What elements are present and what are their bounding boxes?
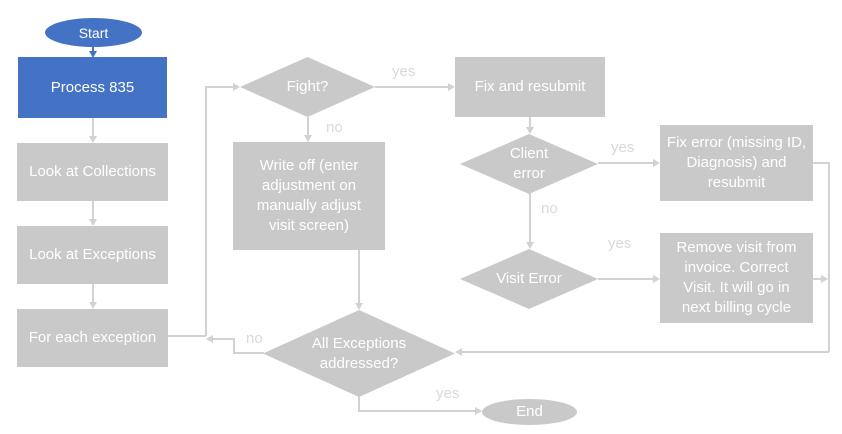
connector-visit-yes <box>598 278 653 280</box>
node-all-exceptions-decision: All Exceptions addressed? <box>263 310 455 397</box>
node-fix-and-resubmit: Fix and resubmit <box>455 57 605 117</box>
connector-fight-no <box>307 117 309 136</box>
node-end-terminator: End <box>482 399 577 425</box>
node-write-off-label: Write off (enter adjustment on manually … <box>256 157 362 234</box>
node-fight-label: Fight? <box>286 78 329 95</box>
connector-fix-client-arrowhead <box>526 127 534 134</box>
node-process-835: Process 835 <box>18 57 167 118</box>
edge-label-client-yes: yes <box>611 139 635 156</box>
connector-visit-yes-arrowhead <box>653 275 660 283</box>
connector-loop-riser <box>205 86 207 336</box>
connector-start-process-arrowhead <box>89 51 97 58</box>
edge-label-fight-yes: yes <box>392 63 416 80</box>
edge-label-allexc-no: no <box>246 330 263 347</box>
connector-allexc-no-c <box>213 338 234 340</box>
connector-process-collections <box>92 118 94 137</box>
connector-fight-yes <box>375 86 448 88</box>
connector-process-collections-arrowhead <box>89 136 97 143</box>
connector-removevisit-out-arrowhead <box>821 275 828 283</box>
node-visit-error-decision: Visit Error <box>460 249 598 309</box>
node-look-at-collections: Look at Collections <box>17 143 168 201</box>
node-fix-error-label: Fix error (missing ID, Diagnosis) and re… <box>666 134 807 191</box>
connector-fixerror-out <box>813 162 829 164</box>
edge-label-visit-yes: yes <box>608 235 632 252</box>
node-client-error-label: Client error <box>509 145 549 182</box>
connector-allexc-no-arrowhead <box>206 335 213 343</box>
edge-label-fight-no: no <box>326 119 343 136</box>
connector-start-process <box>92 46 94 53</box>
node-start-terminator: Start <box>45 18 142 47</box>
node-remove-visit: Remove visit from invoice. Correct Visit… <box>660 233 813 323</box>
connector-collections-exceptions <box>92 201 94 220</box>
edge-label-client-no: no <box>541 200 558 217</box>
node-process-835-label: Process 835 <box>50 78 135 96</box>
edge-label-allexc-yes: yes <box>436 385 460 402</box>
connector-right-riser <box>828 162 830 352</box>
connector-exceptions-foreach-arrowhead <box>89 302 97 309</box>
node-fight-decision: Fight? <box>240 57 375 117</box>
node-remove-visit-label: Remove visit from invoice. Correct Visit… <box>676 239 797 316</box>
connector-removevisit-out <box>813 278 822 280</box>
node-look-at-exceptions-label: Look at Exceptions <box>29 246 156 263</box>
connector-return-line <box>462 351 829 353</box>
node-start-label: Start <box>78 24 109 41</box>
connector-allexc-no-a <box>233 352 264 354</box>
connector-allexc-yes-b <box>358 410 475 412</box>
connector-writeoff-allexc <box>358 250 360 304</box>
connector-client-no-arrowhead <box>526 242 534 249</box>
connector-fix-client <box>529 117 531 128</box>
connector-client-yes-arrowhead <box>653 159 660 167</box>
node-client-error-decision: Client error <box>460 134 598 194</box>
connector-exceptions-foreach <box>92 284 94 303</box>
node-look-at-collections-label: Look at Collections <box>29 163 156 180</box>
node-visit-error-label: Visit Error <box>496 270 562 287</box>
connector-fight-yes-arrowhead <box>448 83 455 91</box>
connector-fight-no-arrowhead <box>304 135 312 142</box>
connector-return-arrowhead <box>455 348 462 356</box>
node-write-off: Write off (enter adjustment on manually … <box>233 142 385 250</box>
node-fix-and-resubmit-label: Fix and resubmit <box>474 78 586 95</box>
connector-client-no <box>529 193 531 243</box>
node-end-label: End <box>516 403 543 420</box>
connector-writeoff-allexc-arrowhead <box>355 303 363 310</box>
connector-allexc-no-b <box>233 338 235 353</box>
node-look-at-exceptions: Look at Exceptions <box>17 226 168 284</box>
node-for-each-exception-label: For each exception <box>28 329 157 346</box>
connector-client-yes <box>598 162 653 164</box>
node-all-exceptions-label: All Exceptions addressed? <box>311 334 407 372</box>
node-for-each-exception: For each exception <box>17 309 168 367</box>
connector-allexc-yes-a <box>358 396 360 411</box>
connector-allexc-yes-arrowhead <box>475 407 482 415</box>
connector-collections-exceptions-arrowhead <box>89 219 97 226</box>
connector-foreach-out <box>168 335 206 337</box>
node-fix-error: Fix error (missing ID, Diagnosis) and re… <box>660 125 813 201</box>
connector-into-fight-arrowhead <box>233 83 240 91</box>
connector-into-fight <box>205 86 234 88</box>
